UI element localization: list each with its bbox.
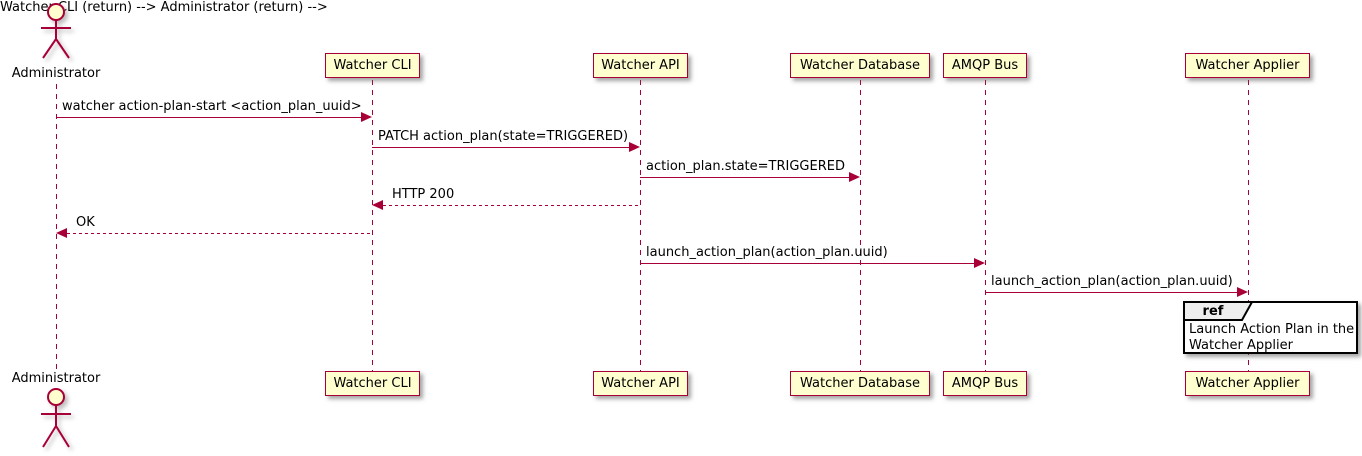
lifeline-watcher-database	[860, 80, 861, 371]
message-1-arrowhead-icon	[361, 112, 372, 122]
lifeline-administrator	[56, 84, 57, 371]
message-4-line	[383, 205, 640, 206]
message-5-line	[67, 233, 372, 234]
lifeline-watcher-cli	[372, 80, 373, 371]
ref-fragment: ref Launch Action Plan in the Watcher Ap…	[1183, 301, 1358, 354]
participant-watcher-database-bottom: Watcher Database	[790, 371, 930, 396]
lifeline-amqp-bus	[985, 80, 986, 371]
message-5-label: OK	[76, 215, 95, 230]
actor-icon-bottom	[41, 388, 71, 448]
participant-amqp-bus-top: AMQP Bus	[943, 53, 1027, 78]
ref-tab-icon	[1183, 301, 1254, 321]
participant-label: Watcher API	[601, 58, 680, 73]
participant-watcher-applier-top: Watcher Applier	[1185, 53, 1310, 78]
lifeline-watcher-applier	[1248, 80, 1249, 371]
participant-label: AMQP Bus	[951, 58, 1019, 73]
message-3-arrowhead-icon	[849, 172, 860, 182]
participant-label: Watcher Applier	[1195, 376, 1300, 391]
message-7-line	[985, 292, 1237, 294]
participant-watcher-applier-bottom: Watcher Applier	[1185, 371, 1310, 396]
message-2-line	[372, 147, 629, 149]
ref-text-line-2: Watcher Applier	[1189, 338, 1293, 353]
message-5-arrowhead-icon	[56, 228, 67, 238]
ref-keyword: ref	[1202, 304, 1224, 319]
message-3-label: action_plan.state=TRIGGERED	[646, 159, 845, 174]
participant-label: Watcher API	[601, 376, 680, 391]
message-7-arrowhead-icon	[1237, 287, 1248, 297]
participant-label: AMQP Bus	[951, 376, 1019, 391]
participant-watcher-cli-bottom: Watcher CLI	[325, 371, 420, 396]
message-6-arrowhead-icon	[974, 258, 985, 268]
message-2-arrowhead-icon	[629, 142, 640, 152]
message-4-label: HTTP 200	[392, 187, 455, 202]
message-6-line	[640, 263, 974, 265]
actor-label-bottom: Administrator	[11, 371, 101, 386]
participant-watcher-api-top: Watcher API	[593, 53, 688, 78]
actor-icon-top	[41, 3, 71, 59]
actor-label-top: Administrator	[11, 66, 101, 81]
ref-text: Launch Action Plan in the Watcher Applie…	[1189, 322, 1354, 354]
message-4-arrowhead-icon	[372, 200, 383, 210]
participant-label: Watcher Database	[800, 58, 920, 73]
message-1-label: watcher action-plan-start <action_plan_u…	[62, 99, 362, 114]
participant-watcher-api-bottom: Watcher API	[593, 371, 688, 396]
participant-label: Watcher Applier	[1195, 58, 1300, 73]
participant-label: Watcher CLI	[333, 58, 412, 73]
message-6-label: launch_action_plan(action_plan.uuid)	[646, 245, 888, 260]
ref-text-line-1: Launch Action Plan in the	[1189, 322, 1355, 337]
participant-label: Watcher Database	[800, 376, 920, 391]
message-1-line	[56, 117, 361, 119]
participant-label: Watcher CLI	[333, 376, 412, 391]
participant-watcher-database-top: Watcher Database	[790, 53, 930, 78]
message-3-line	[640, 177, 849, 179]
participant-amqp-bus-bottom: AMQP Bus	[943, 371, 1027, 396]
message-2-label: PATCH action_plan(state=TRIGGERED)	[378, 129, 629, 144]
message-7-label: launch_action_plan(action_plan.uuid)	[991, 274, 1233, 289]
participant-watcher-cli-top: Watcher CLI	[325, 53, 420, 78]
lifeline-watcher-api	[640, 80, 641, 371]
